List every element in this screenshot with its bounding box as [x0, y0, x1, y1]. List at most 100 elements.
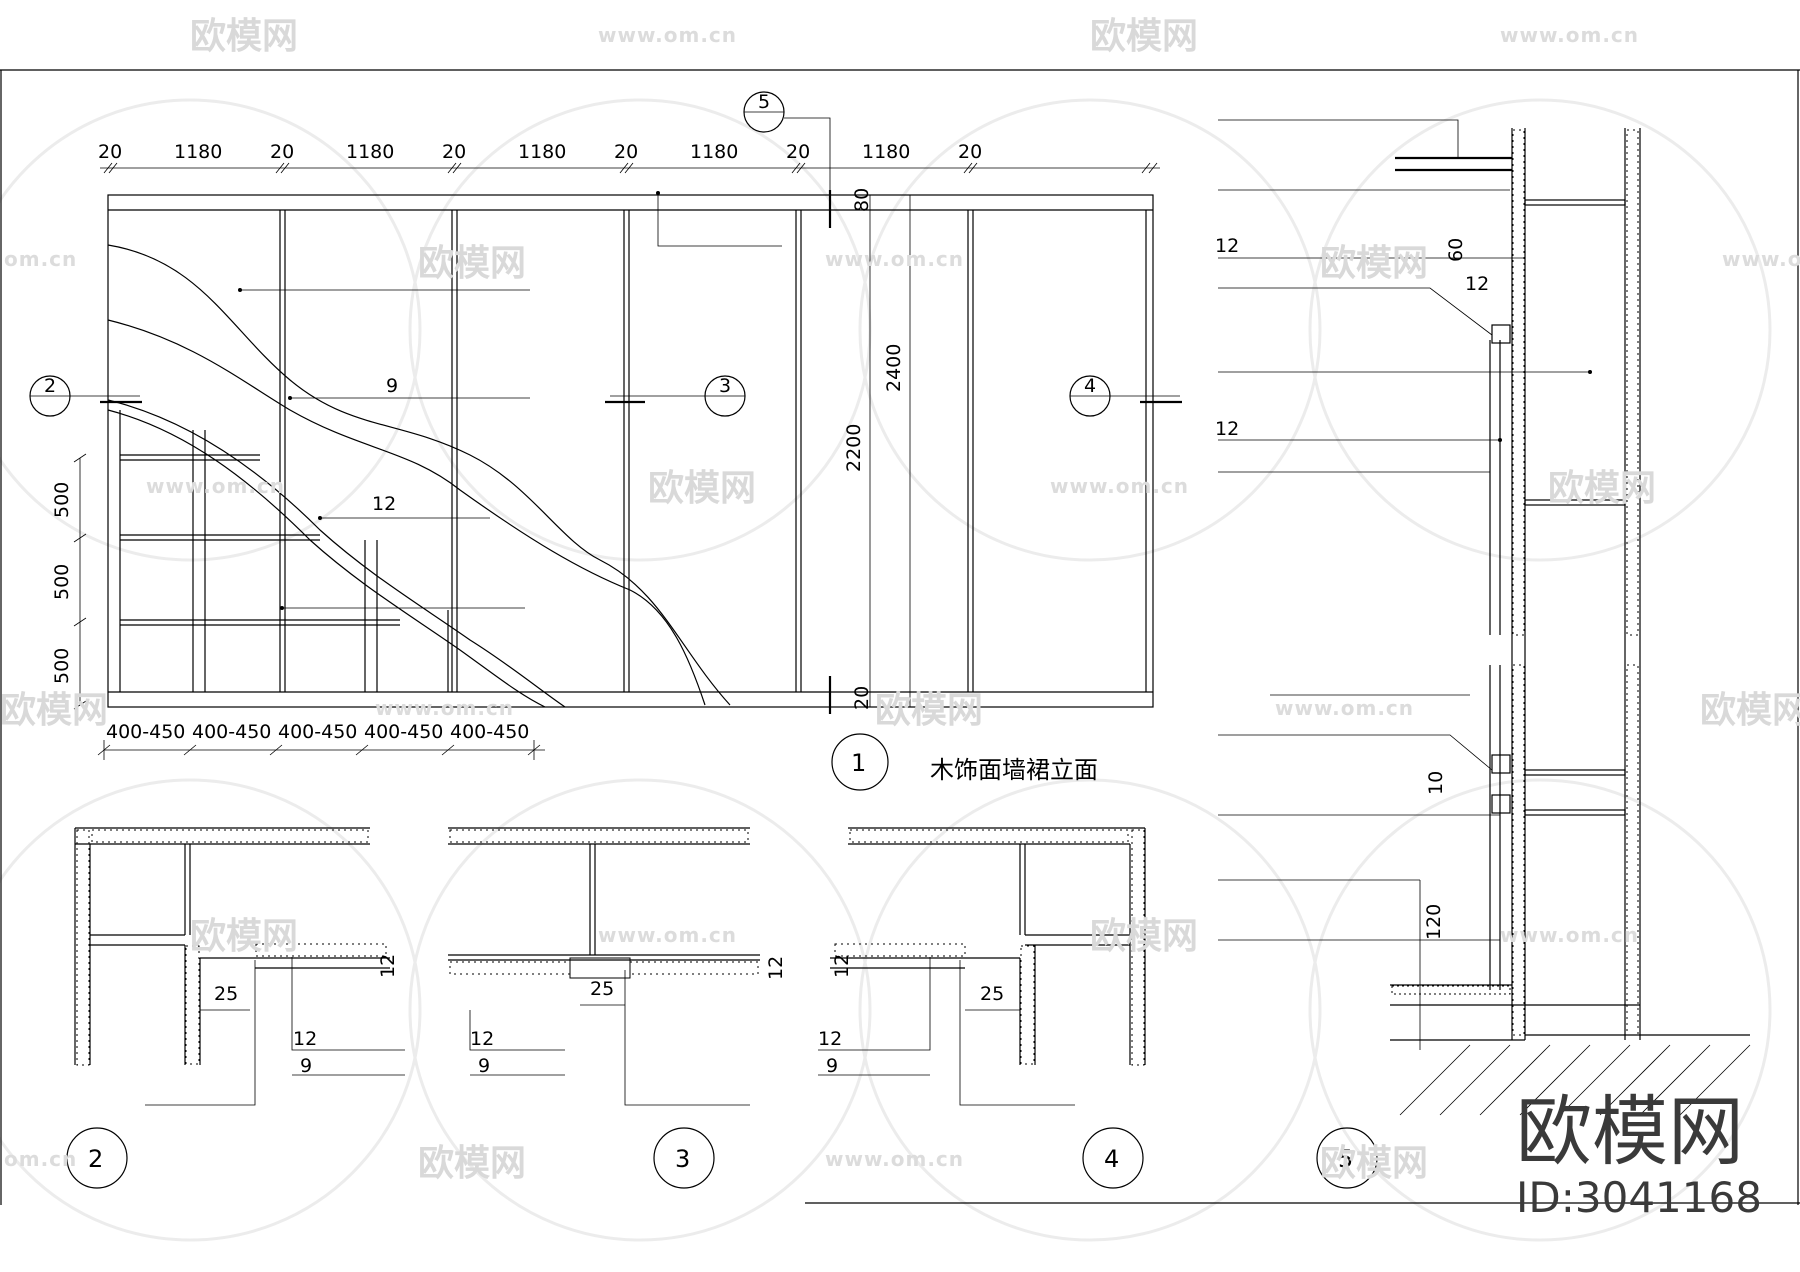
- watermark-url: www.om.cn: [1500, 23, 1639, 47]
- dim-80: 80: [851, 188, 873, 212]
- elevation-title-text: 木饰面墙裙立面: [930, 756, 1098, 784]
- watermark-logo: 欧模网: [190, 16, 298, 57]
- dim-12: 12: [377, 954, 399, 978]
- ground-hatch: [1399, 1044, 1751, 1116]
- dim-top: 1180: [690, 141, 738, 163]
- dim-500: 500: [51, 564, 73, 600]
- watermark-logo: 欧模网: [1090, 916, 1198, 957]
- svg-text:5: 5: [758, 91, 770, 113]
- dim-120: 120: [1423, 904, 1445, 940]
- detail-number-4: 4: [1104, 1145, 1119, 1173]
- dim-12: 12: [765, 956, 787, 980]
- bottom-dimension-chain: 400-450 400-450 400-450 400-450 400-450: [97, 721, 545, 760]
- dim-tick: [963, 162, 973, 174]
- dim-12: 12: [1215, 235, 1239, 257]
- watermark-url: www.om.cn: [146, 474, 285, 498]
- brand-stamp: 欧模网 ID:3041168: [1516, 1087, 1762, 1222]
- watermark-url: www.om.cn: [375, 696, 514, 720]
- dim-12: 12: [818, 1028, 842, 1050]
- watermark-arcs: [0, 98, 1772, 1242]
- section-marker-2: 2: [29, 375, 142, 417]
- dim-bottom: 400-450: [278, 721, 357, 743]
- dim-12: 12: [1215, 418, 1239, 440]
- dim-tick: [619, 162, 629, 174]
- section5-leaders: [1218, 119, 1592, 1050]
- label-9: 9: [386, 375, 398, 397]
- watermark-url: www.om.cn: [1500, 923, 1639, 947]
- dim-20: 20: [851, 686, 873, 710]
- section-marker-5: 5: [743, 91, 831, 192]
- dim-bottom: 400-450: [106, 721, 185, 743]
- dim-tick: [275, 162, 285, 174]
- detail-number-2: 2: [88, 1145, 103, 1173]
- detail-5: 12 60 12 12 10 120 5: [1215, 119, 1751, 1189]
- dim-top: 1180: [862, 141, 910, 163]
- brand-id: ID:3041168: [1516, 1173, 1762, 1222]
- detail-3: 25 12 12 9 3: [448, 827, 787, 1189]
- detail-4: 25 12 12 9 4: [818, 827, 1146, 1189]
- dim-60: 60: [1445, 238, 1467, 262]
- dim-tick: [796, 162, 806, 174]
- dim-top: 20: [614, 141, 638, 163]
- watermark-url: www.om.cn: [598, 923, 737, 947]
- watermarks: 欧模网 www.om.cn 欧模网 www.om.cn om.cn 欧模网 ww…: [0, 16, 1800, 1184]
- svg-text:3: 3: [719, 375, 731, 397]
- watermark-logo: 欧模网: [1700, 690, 1800, 731]
- dim-9: 9: [478, 1055, 490, 1077]
- dim-bottom: 400-450: [364, 721, 443, 743]
- dim-top: 1180: [346, 141, 394, 163]
- dim-9: 9: [826, 1055, 838, 1077]
- dim-12: 12: [293, 1028, 317, 1050]
- dim-tick: [791, 162, 801, 174]
- watermark-url: om.cn: [4, 1147, 77, 1171]
- label-12: 12: [372, 493, 396, 515]
- left-dimensions: 500 500 500: [51, 453, 87, 710]
- watermark-logo: 欧模网: [190, 916, 298, 957]
- leaders: [238, 191, 782, 610]
- dim-top: 20: [442, 141, 466, 163]
- dim-500: 500: [51, 482, 73, 518]
- sheet-frame: [0, 69, 1800, 1205]
- timber-grid: [119, 410, 449, 692]
- dim-2400: 2400: [883, 344, 905, 392]
- watermark-logo: 欧模网: [418, 1143, 526, 1184]
- wave-panel: [107, 244, 731, 708]
- dim-12: 12: [470, 1028, 494, 1050]
- dim-12: 12: [831, 954, 853, 978]
- brand-name: 欧模网: [1516, 1087, 1744, 1176]
- dim-9: 9: [300, 1055, 312, 1077]
- dim-tick: [1141, 162, 1151, 174]
- watermark-logo: 欧模网: [418, 243, 526, 284]
- dim-tick: [108, 162, 118, 174]
- top-dimension-chain: 20 1180 20 1180 20 1180 20 1180 20 1180 …: [98, 141, 1160, 174]
- dim-tick: [968, 162, 978, 174]
- detail-number-3: 3: [675, 1145, 690, 1173]
- svg-text:2: 2: [44, 375, 56, 397]
- dim-top: 1180: [174, 141, 222, 163]
- section-marker-3: 3: [605, 375, 746, 417]
- svg-text:4: 4: [1084, 375, 1096, 397]
- dim-tick: [280, 162, 290, 174]
- dim-12: 12: [1465, 273, 1489, 295]
- dim-top: 1180: [518, 141, 566, 163]
- watermark-logo: 欧模网: [0, 690, 108, 731]
- watermark-url: www.om.cn: [1050, 474, 1189, 498]
- elevation-title: 1 木饰面墙裙立面: [831, 733, 1098, 791]
- dim-25: 25: [214, 983, 238, 1005]
- watermark-logo: 欧模网: [875, 690, 983, 731]
- watermark-logo: 欧模网: [1320, 1143, 1428, 1184]
- dim-tick: [1148, 162, 1158, 174]
- dim-top: 20: [786, 141, 810, 163]
- watermark-url: om.cn: [4, 247, 77, 271]
- dim-bottom: 400-450: [450, 721, 529, 743]
- dim-top: 20: [270, 141, 294, 163]
- dim-500: 500: [51, 648, 73, 684]
- dim-top: 20: [958, 141, 982, 163]
- height-dimensions: 80 2200 2400 20: [828, 188, 905, 714]
- watermark-logo: 欧模网: [1548, 468, 1656, 509]
- dim-tick: [452, 162, 462, 174]
- watermark-logo: 欧模网: [1090, 16, 1198, 57]
- dim-bottom: 400-450: [192, 721, 271, 743]
- dim-top: 20: [98, 141, 122, 163]
- watermark-url: www.om.cn: [1722, 247, 1800, 271]
